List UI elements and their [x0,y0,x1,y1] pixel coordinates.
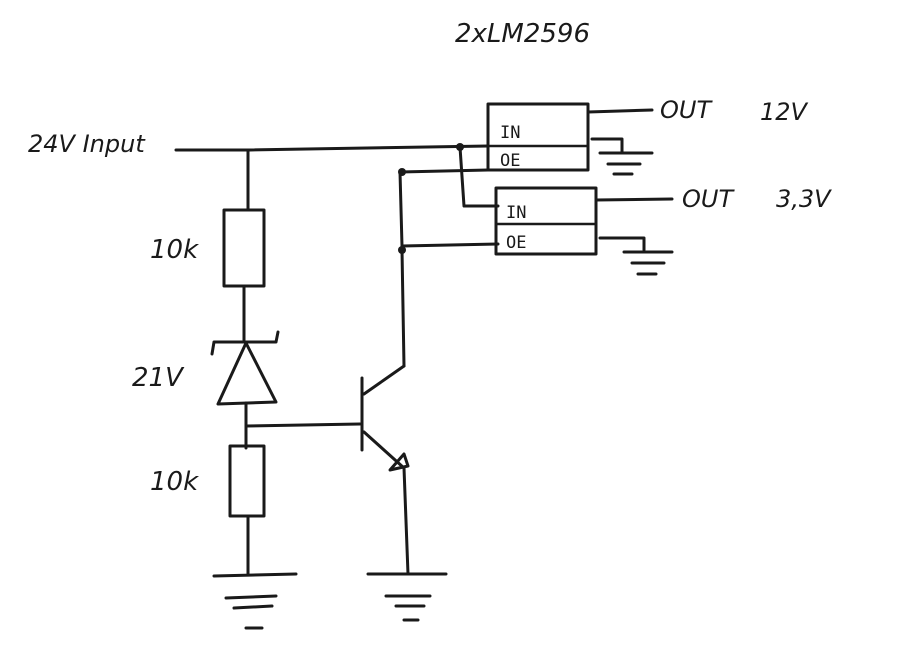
resistor-top-label: 10k [150,235,199,265]
regulator-2-oe-pin: OE [506,233,526,253]
resistor-top [222,208,266,288]
regulator-2-ground-icon [598,236,674,276]
regulator-2-in-pin: IN [506,203,526,223]
regulator-2-in-wire [458,145,500,208]
regulator-2-output-wire [594,197,674,202]
junction-dot-oe-top [398,168,406,176]
regulator-1-oe-wire [398,168,490,248]
transistor-collector [362,364,406,396]
regulator-2-out-label: OUT [682,185,735,213]
regulator-1-box [486,102,590,172]
resistor-bottom-label: 10k [150,467,199,497]
emitter-to-ground-wire [402,466,410,576]
regulator-1-ground-icon [590,137,654,176]
zener-label: 21V [132,363,185,393]
regulator-1-out-label: OUT [660,96,713,124]
diagram-title: 2xLM2596 [455,19,590,49]
regulator-1-output-wire [586,108,654,114]
ground-left-icon [212,572,298,630]
zener-diode-icon [216,341,278,406]
input-label: 24V Input [28,130,146,158]
regulator-2-out-voltage: 3,3V [776,185,832,213]
resistor-bottom [228,444,266,518]
transistor-emitter-arrow-icon [388,452,410,472]
collector-wire [400,248,406,368]
base-wire [244,422,362,428]
regulator-2-oe-wire [400,242,500,248]
regulator-1-oe-pin: OE [500,151,520,171]
regulator-2-box [494,186,598,256]
regulator-1-in-pin: IN [500,123,520,143]
ground-right-icon [366,572,448,622]
input-rail-wire [174,144,490,152]
regulator-1-out-voltage: 12V [760,98,809,126]
